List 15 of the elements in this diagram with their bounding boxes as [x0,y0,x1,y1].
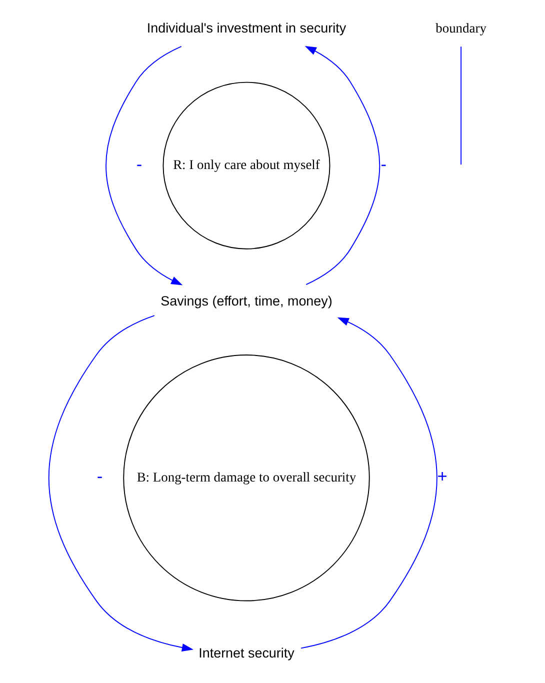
arrow [106,46,183,286]
edge-label: - [96,466,103,486]
arrow [48,315,194,652]
edge-label: + [437,466,448,486]
label: B: Long-term damage to overall security [136,469,356,484]
connector [460,46,462,166]
edge-label: - [380,154,386,174]
arrow [300,317,438,649]
node-text: Savings (effort, time, money) [160,294,332,309]
node-text: boundary [436,20,486,36]
edge-label: - [136,154,142,174]
node-text: Individual's investment in security [146,20,346,36]
label: R: I only care about myself [173,157,320,172]
node-text: Internet security [198,645,294,660]
arrow [304,46,380,286]
